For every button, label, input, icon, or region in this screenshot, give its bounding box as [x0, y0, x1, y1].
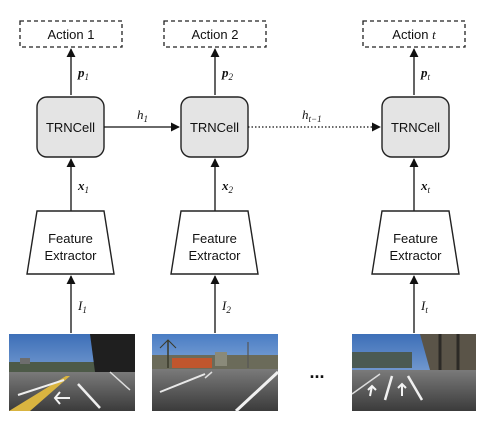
- extractor-label-tb: Extractor: [389, 248, 442, 263]
- trn-cell-t: [381, 96, 450, 158]
- extractor-label-ta: Feature: [393, 231, 438, 246]
- trn-cell-label-t: TRNCell: [391, 120, 440, 135]
- hidden-symbol-t-minus-1: ht−1: [302, 107, 322, 124]
- column-2: Action 2 p2 TRNCell x2 Feature Extractor…: [152, 20, 280, 413]
- action-box-2: [163, 20, 267, 48]
- feature-symbol-t: xt: [420, 178, 431, 195]
- frame-image-t: [351, 334, 476, 411]
- column-t: Action t pt TRNCell xt Feature Extractor…: [351, 20, 476, 411]
- column-1: Action 1 p1 TRNCell x1 Feature Extractor…: [9, 20, 135, 411]
- output-symbol-1: p1: [77, 65, 89, 82]
- extractor-label-2b: Extractor: [188, 248, 241, 263]
- extractor-label-1a: Feature: [48, 231, 93, 246]
- output-symbol-t: pt: [420, 65, 431, 82]
- hidden-symbol-1: h1: [137, 107, 148, 124]
- action-box-1: [19, 20, 123, 48]
- ellipsis: ...: [309, 362, 324, 382]
- trn-cell-label-2: TRNCell: [190, 120, 239, 135]
- action-label-t: Action t: [392, 27, 436, 42]
- feature-extractor-t: [371, 210, 460, 275]
- feature-extractor-2: [170, 210, 259, 275]
- action-label-1: Action 1: [48, 27, 95, 42]
- frame-image-1: [9, 334, 135, 411]
- feature-symbol-2: x2: [221, 178, 234, 195]
- feature-symbol-1: x1: [77, 178, 89, 195]
- input-symbol-1: I1: [77, 298, 87, 315]
- action-box-t: [362, 20, 466, 48]
- extractor-label-1b: Extractor: [44, 248, 97, 263]
- input-symbol-2: I2: [221, 298, 231, 315]
- trn-cell-label-1: TRNCell: [46, 120, 95, 135]
- feature-extractor-1: [26, 210, 115, 275]
- frame-image-2: [152, 334, 280, 413]
- action-label-2: Action 2: [192, 27, 239, 42]
- extractor-label-2a: Feature: [192, 231, 237, 246]
- output-symbol-2: p2: [221, 65, 234, 82]
- input-symbol-t: It: [420, 298, 428, 315]
